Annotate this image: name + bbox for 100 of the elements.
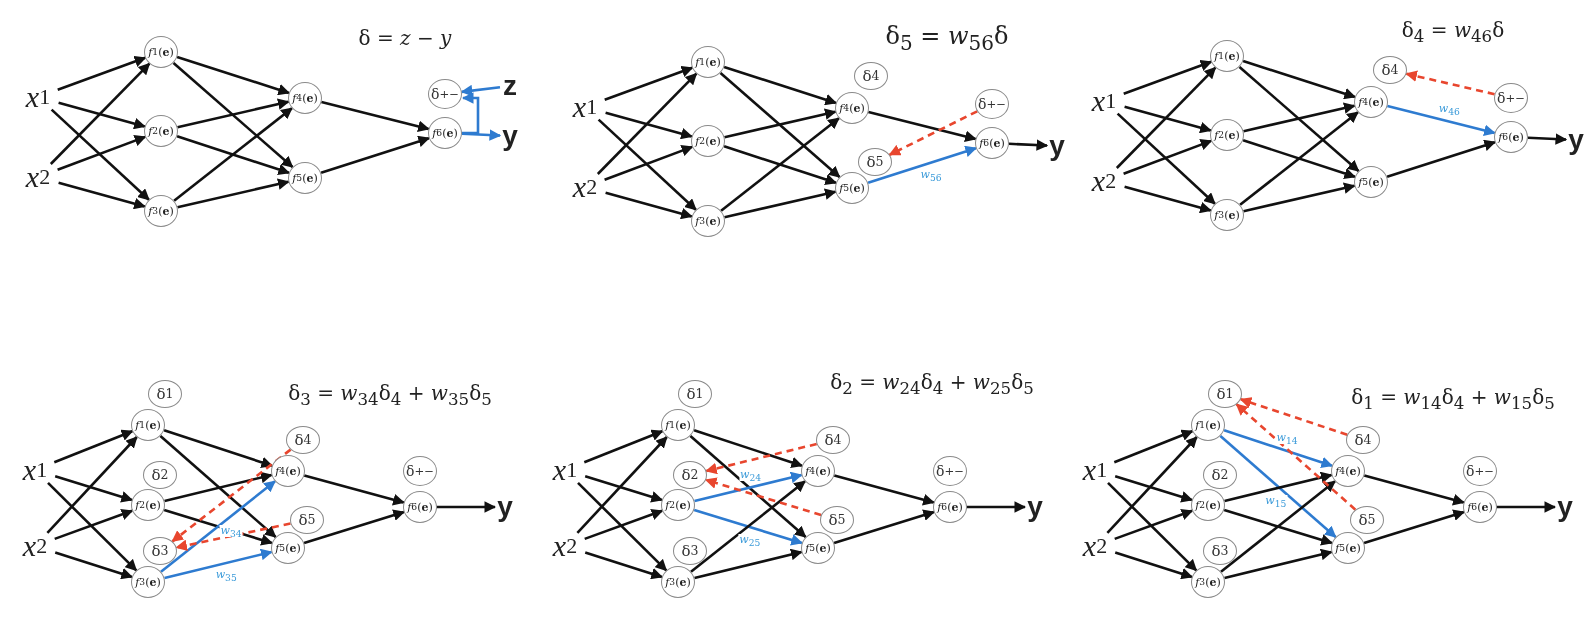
- target-variable: z: [500, 72, 520, 100]
- arrow: [1386, 139, 1496, 179]
- arrow: [694, 548, 803, 580]
- output-variable: y: [495, 493, 515, 521]
- arrow: [1123, 59, 1213, 96]
- dashed-arrow: [704, 477, 822, 517]
- arrow: [1224, 548, 1333, 580]
- formula: δ$_{5}$ = w$_{56}$δ: [885, 22, 1009, 50]
- arrow: [584, 508, 664, 541]
- dashed-arrow: [171, 448, 292, 543]
- arrow: [50, 108, 150, 201]
- arrow: [163, 429, 273, 468]
- arrow: [177, 98, 290, 129]
- arrow: [719, 71, 841, 179]
- dashed-arrow: [705, 442, 817, 475]
- arrow: [693, 429, 803, 468]
- arrow: [47, 481, 138, 572]
- edge-label: w$_{24}$: [739, 469, 763, 482]
- formula: δ = z − y: [358, 26, 452, 50]
- arrow: [1116, 112, 1216, 205]
- arrow: [583, 429, 664, 464]
- formula: δ$_{1}$ = w$_{14}$δ$_{4}$ + w$_{15}$δ$_{5}$: [1351, 385, 1555, 409]
- arrow: [1363, 509, 1465, 545]
- arrow: [303, 474, 405, 506]
- arrow: [57, 135, 147, 171]
- arrow: [173, 107, 293, 202]
- arrow: [1239, 111, 1359, 206]
- arrow: [1114, 508, 1194, 541]
- arrow: [1114, 475, 1193, 503]
- edge-label: w$_{35}$: [214, 569, 238, 582]
- arrow: [176, 55, 290, 96]
- arrow: [1114, 551, 1193, 580]
- arrow: [577, 481, 668, 572]
- arrow: [1243, 102, 1356, 133]
- arrow: [1527, 133, 1568, 145]
- arrow: [1223, 429, 1333, 468]
- arrow: [461, 92, 480, 135]
- arrow: [46, 436, 138, 534]
- arrow: [1008, 139, 1049, 151]
- arrow: [605, 111, 693, 140]
- arrow: [689, 434, 807, 539]
- arrow: [54, 551, 133, 580]
- arrow: [1223, 508, 1333, 546]
- arrow: [724, 108, 837, 139]
- dashed-arrow: [1235, 403, 1357, 511]
- arrow: [460, 84, 501, 97]
- arrow: [321, 100, 430, 132]
- arrow: [303, 509, 405, 545]
- arrow: [177, 178, 290, 209]
- edge-label: w$_{25}$: [738, 533, 762, 546]
- arrow: [1224, 471, 1333, 503]
- arrow: [605, 191, 693, 220]
- arrow: [584, 475, 663, 503]
- arrow: [164, 471, 273, 503]
- formula: δ$_{2}$ = w$_{24}$δ$_{4}$ + w$_{25}$δ$_{5}$: [830, 370, 1034, 394]
- arrow: [57, 55, 147, 92]
- arrow: [172, 61, 294, 169]
- arrow: [1243, 182, 1356, 213]
- arrow: [1113, 429, 1194, 464]
- edge-label: w$_{46}$: [1437, 103, 1461, 116]
- output-variable: y: [1025, 493, 1045, 521]
- arrow: [49, 62, 151, 165]
- arrow: [690, 480, 806, 573]
- arrow: [1387, 104, 1496, 136]
- arrow: [867, 145, 977, 185]
- dashed-arrow: [888, 110, 978, 156]
- arrow: [54, 508, 134, 541]
- arrow: [1220, 480, 1336, 573]
- arrow: [833, 474, 935, 506]
- arrow: [597, 118, 697, 211]
- arrow: [1219, 434, 1337, 539]
- arrow: [461, 129, 502, 141]
- arrow: [54, 475, 133, 503]
- arrow: [723, 144, 837, 186]
- arrow: [1242, 59, 1356, 100]
- arrow: [1363, 474, 1465, 506]
- arrow: [694, 471, 803, 503]
- arrow: [720, 117, 840, 212]
- arrow: [604, 65, 694, 102]
- formula: δ$_{3}$ = w$_{34}$δ$_{4}$ + w$_{35}$δ$_{5}$: [288, 381, 492, 405]
- arrow: [1115, 66, 1217, 169]
- arrow: [723, 65, 837, 106]
- arrow: [160, 480, 276, 573]
- arrow: [1242, 138, 1356, 180]
- arrow: [967, 501, 1027, 513]
- arrow: [437, 501, 497, 513]
- arrow: [1123, 139, 1213, 175]
- arrow: [596, 72, 698, 175]
- output-variable: y: [500, 122, 520, 150]
- arrow: [604, 145, 694, 181]
- arrow: [868, 110, 977, 142]
- arrow: [1106, 436, 1198, 534]
- arrow: [1497, 501, 1557, 513]
- dashed-arrow: [175, 522, 291, 552]
- output-variable: y: [1566, 126, 1586, 154]
- dashed-arrow: [1405, 70, 1495, 96]
- arrow: [1124, 105, 1212, 134]
- edge-label: w$_{15}$: [1264, 494, 1288, 507]
- arrow: [1238, 65, 1360, 173]
- edge-label: w$_{14}$: [1275, 432, 1299, 445]
